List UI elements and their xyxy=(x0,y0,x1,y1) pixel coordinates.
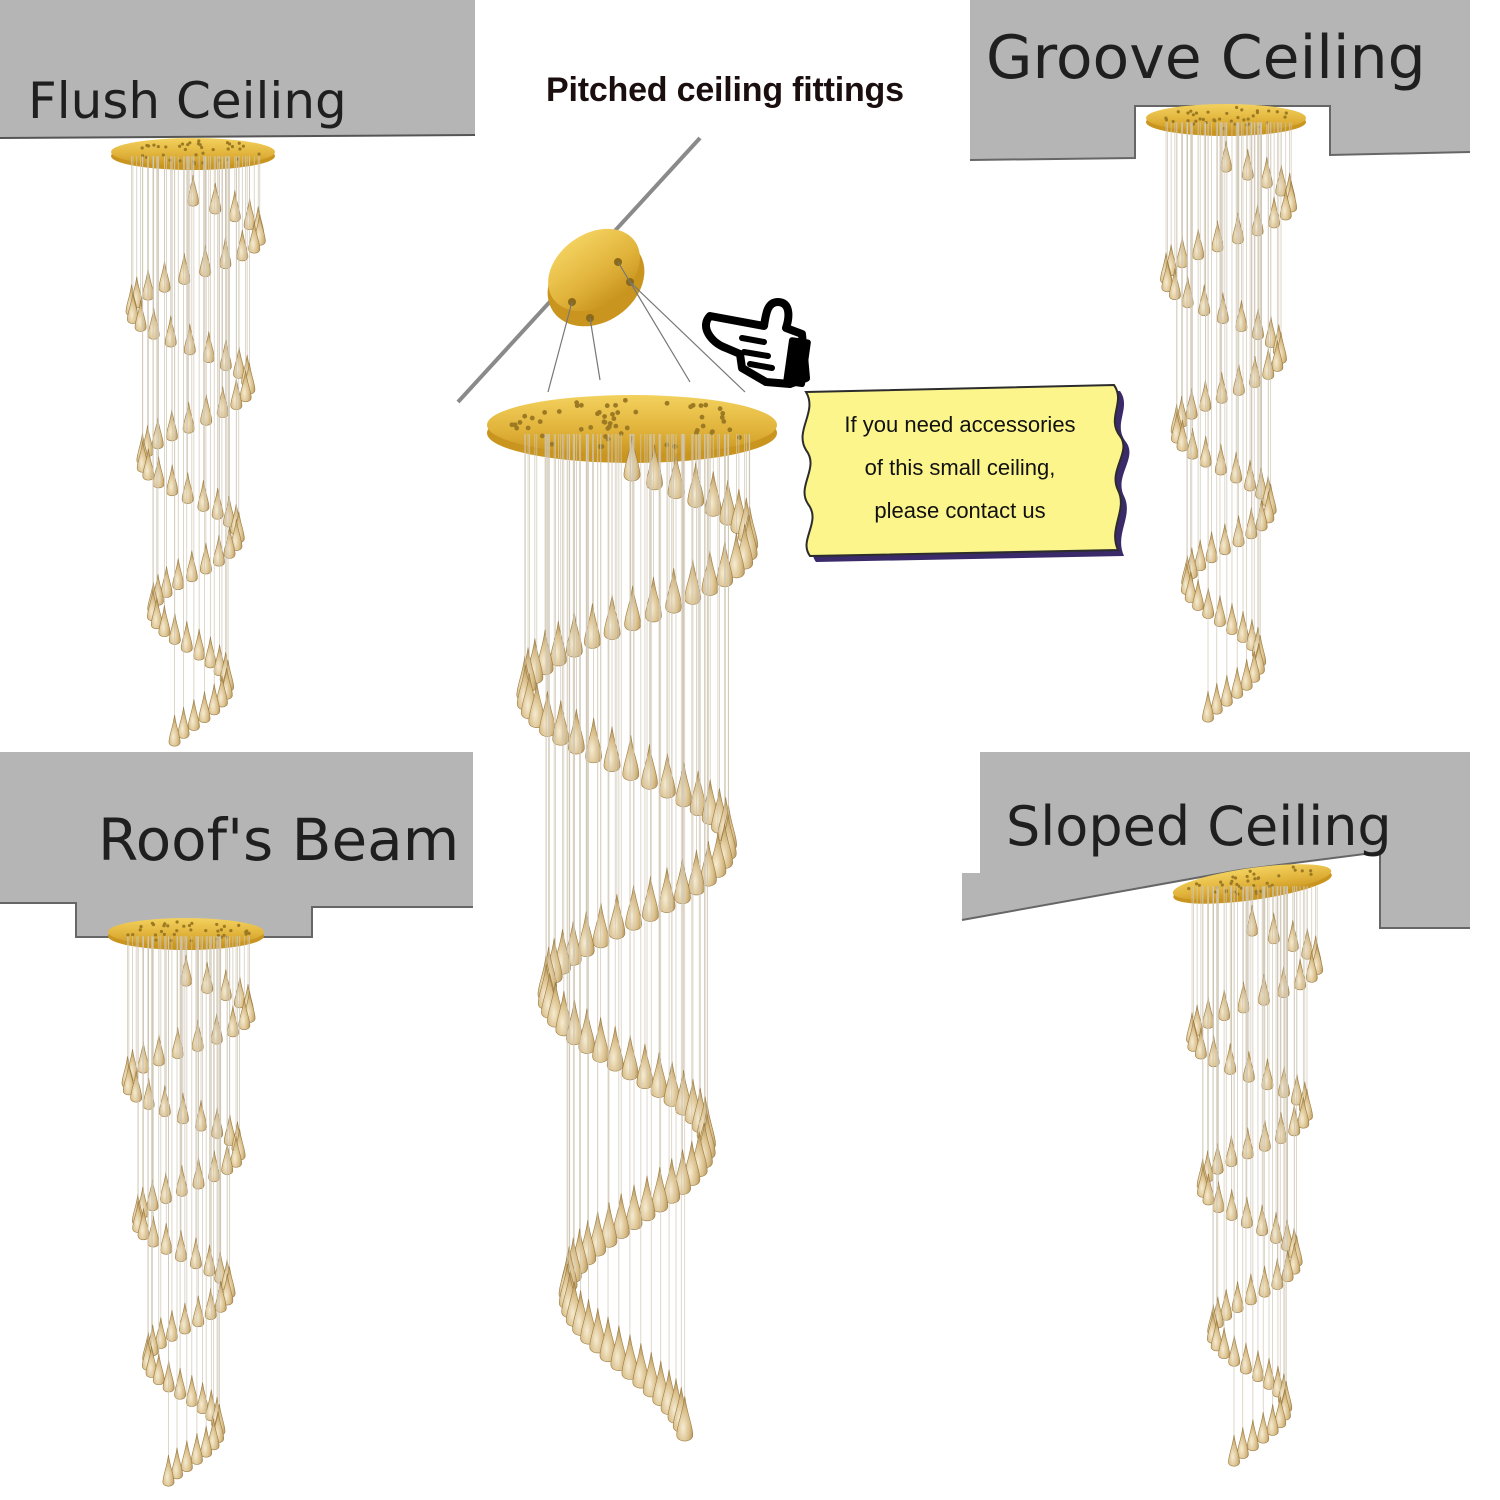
crystal-drop xyxy=(623,735,639,780)
crystal-drop xyxy=(153,457,164,488)
crystal-drop xyxy=(188,699,199,730)
crystal-drop xyxy=(166,1310,177,1341)
crystal-drop xyxy=(1211,683,1222,714)
crystal-drop xyxy=(651,1052,667,1097)
crystal-drop xyxy=(1220,141,1231,172)
crystal-drop xyxy=(626,885,642,930)
crystal-drop xyxy=(1295,959,1306,990)
sloped-chandelier xyxy=(1171,857,1334,1466)
crystal-drop xyxy=(171,1448,182,1479)
crystal-drop xyxy=(1226,1189,1237,1220)
small-canopy xyxy=(530,212,661,345)
crystal-drop xyxy=(186,550,197,581)
crystal-drop xyxy=(1272,1258,1283,1289)
crystal-drop xyxy=(1195,539,1206,570)
crystal-drop xyxy=(593,1017,609,1062)
crystal-drop xyxy=(637,1044,653,1089)
note-line-1: If you need accessories xyxy=(844,412,1075,437)
crystal-drop xyxy=(1247,1419,1258,1450)
crystal-drop xyxy=(213,535,224,566)
crystal-drop xyxy=(174,1368,185,1399)
flush-chandelier xyxy=(111,138,275,746)
crystal-drop xyxy=(187,175,198,206)
note-line-2: of this small ceiling, xyxy=(865,455,1056,480)
crystal-drop xyxy=(1219,523,1230,554)
beam-chandelier xyxy=(108,918,264,1486)
crystal-drop xyxy=(1216,372,1227,403)
crystal-drop xyxy=(161,1223,172,1254)
crystal-drop xyxy=(205,1288,216,1319)
crystal-drop xyxy=(200,543,211,574)
groove-chandelier xyxy=(1146,104,1306,722)
crystal-drop xyxy=(148,1216,159,1247)
crystal-drop xyxy=(568,709,584,754)
crystal-drop xyxy=(1246,507,1257,538)
crystal-drop xyxy=(1258,1412,1269,1443)
crystal-drop xyxy=(625,586,641,631)
crystal-drop xyxy=(688,462,704,507)
crystal-drop xyxy=(626,1185,642,1230)
crystal-drop xyxy=(227,1006,238,1037)
crystal-drop xyxy=(1252,1350,1263,1381)
crystal-drop xyxy=(1200,436,1211,467)
crystal-drop xyxy=(1245,1273,1256,1304)
crystal-drop xyxy=(176,1165,187,1196)
crystal-drop xyxy=(192,1020,203,1051)
crystal-drop xyxy=(1269,197,1280,228)
crystal-drop xyxy=(1240,1343,1251,1374)
crystal-drop xyxy=(609,894,625,939)
crystal-drop xyxy=(167,464,178,495)
crystal-drop xyxy=(1237,1427,1248,1458)
crystal-drop xyxy=(178,707,189,738)
crystal-drop xyxy=(1214,595,1225,626)
groove-ceiling-label: Groove Ceiling xyxy=(986,23,1426,93)
crystal-drop xyxy=(193,1295,204,1326)
crystal-drop xyxy=(179,1303,190,1334)
crystal-drop xyxy=(1226,603,1237,634)
crystal-drop xyxy=(1259,1266,1270,1297)
crystal-drop xyxy=(659,867,675,912)
crystal-drop xyxy=(641,744,657,789)
crystal-drop xyxy=(186,1375,197,1406)
crystal-drop xyxy=(1242,1128,1253,1159)
crystal-drop xyxy=(1187,428,1198,459)
roofs-beam-panel: Roof's Beam xyxy=(0,752,473,1486)
roofs-beam-label: Roof's Beam xyxy=(98,806,459,874)
sloped-ceiling-panel: Sloped Ceiling xyxy=(962,752,1470,1466)
flush-ceiling-label: Flush Ceiling xyxy=(28,72,347,130)
crystal-drop xyxy=(1258,974,1269,1005)
crystal-drop xyxy=(237,230,248,261)
accessories-note: If you need accessories of this small ce… xyxy=(803,385,1130,562)
crystal-drop xyxy=(1246,905,1257,936)
crystal-drop xyxy=(200,245,211,276)
note-line-3: please contact us xyxy=(874,498,1045,523)
crystal-drop xyxy=(183,402,194,433)
flush-ceiling-panel: Flush Ceiling xyxy=(0,0,475,746)
crystal-drop xyxy=(179,253,190,284)
crystal-drop xyxy=(666,568,682,613)
pitched-ceiling-panel: Pitched ceiling fittings xyxy=(458,71,904,1441)
crystal-drop xyxy=(194,629,205,660)
crystal-drop xyxy=(181,1440,192,1471)
crystal-drop xyxy=(199,691,210,722)
crystal-drop xyxy=(203,331,214,362)
pitched-ceiling-label: Pitched ceiling fittings xyxy=(546,71,904,109)
crystal-drop xyxy=(181,621,192,652)
crystal-drop xyxy=(1221,675,1232,706)
crystal-drop xyxy=(604,727,620,772)
groove-ceiling-panel: Groove Ceiling xyxy=(970,0,1470,722)
pointing-hand-icon xyxy=(706,302,811,387)
pitched-chandelier xyxy=(487,395,777,1441)
crystal-drop xyxy=(607,1026,623,1071)
crystal-drop xyxy=(1232,213,1243,244)
crystal-drop xyxy=(1213,1181,1224,1212)
sloped-ceiling-label: Sloped Ceiling xyxy=(1006,795,1392,858)
crystal-drop xyxy=(198,480,209,511)
crystal-drop xyxy=(1233,515,1244,546)
crystal-drop xyxy=(161,566,172,597)
crystal-drop xyxy=(1232,667,1243,698)
